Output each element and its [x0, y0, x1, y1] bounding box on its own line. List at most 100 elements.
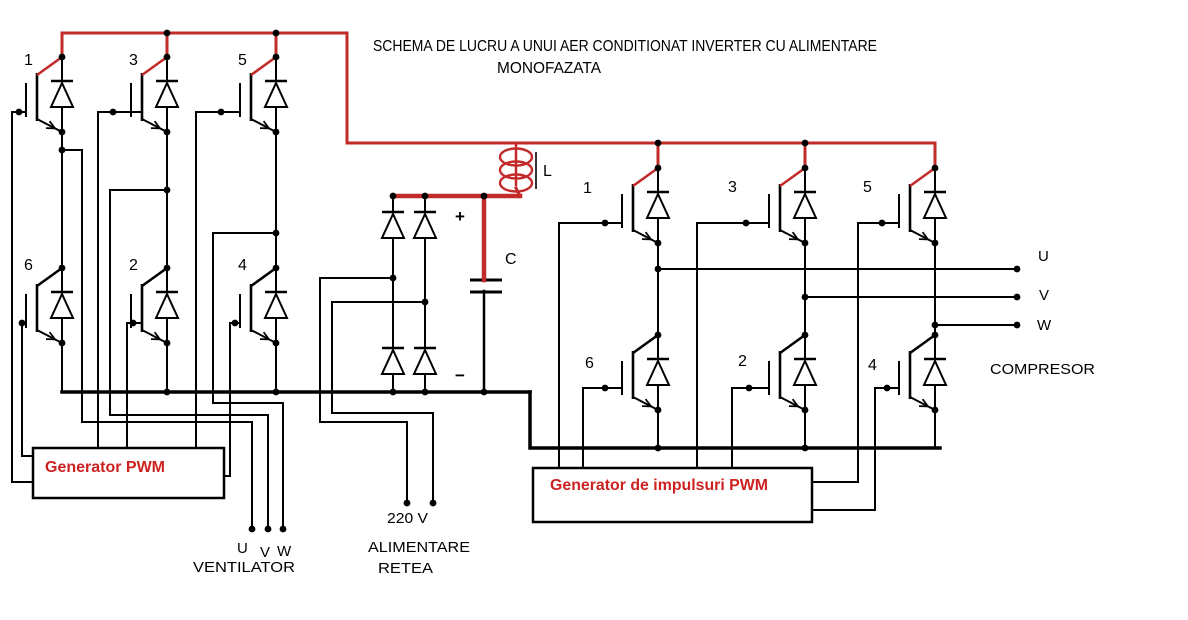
freewheel-diode [154, 80, 180, 108]
fan-phase-u-wire [61, 149, 253, 530]
igbt-comp-1 [621, 166, 671, 244]
freewheel-diode [263, 291, 289, 319]
emitter-lead [909, 396, 936, 411]
junction-dot [801, 293, 809, 301]
freewheel-diode [645, 191, 671, 219]
generator-pwm-label: Generator PWM [45, 459, 165, 476]
freewheel-diode [154, 291, 180, 319]
junction-dot [931, 406, 939, 414]
junction-dot [58, 53, 66, 61]
junction-dot [163, 339, 171, 347]
mains-supply-label: RETEA [378, 560, 433, 577]
junction-dot [272, 128, 280, 136]
junction-dot [264, 525, 272, 533]
freewheel-diode [263, 80, 289, 108]
igbt-comp-4 [898, 333, 948, 411]
junction-dot [163, 128, 171, 136]
junction-dot [272, 229, 280, 237]
junction-dot [601, 384, 609, 392]
gate-wire [195, 111, 241, 449]
junction-dot [389, 274, 397, 282]
junction-dot [801, 406, 809, 414]
mains-wire [319, 277, 408, 504]
junction-dot [58, 339, 66, 347]
igbt-fan-3 [130, 55, 180, 133]
junction-dot [58, 128, 66, 136]
junction-dot [248, 525, 256, 533]
collector-lead [36, 55, 63, 77]
emitter-arrow [262, 120, 270, 129]
fan-transistor-number: 2 [129, 257, 138, 274]
rectifier-diode [380, 347, 406, 375]
junction-dot [1013, 321, 1021, 329]
freewheel-diode [49, 291, 75, 319]
emitter-arrow [48, 331, 56, 340]
dc-minus-label: − [455, 366, 465, 385]
junction-dot [163, 264, 171, 272]
igbt-fan-2 [130, 266, 180, 344]
fan-phase-v-wire [109, 189, 269, 530]
igbt-fan-6 [25, 266, 75, 344]
collector-lead [141, 55, 168, 77]
junction-dot [163, 53, 171, 61]
gate-wire [582, 387, 623, 469]
igbt-fan-4 [239, 266, 289, 344]
emitter-arrow [921, 398, 929, 407]
collector-lead [141, 266, 168, 288]
emitter-arrow [262, 331, 270, 340]
junction-dot [654, 444, 662, 452]
emitter-arrow [644, 231, 652, 240]
junction-dot [601, 219, 609, 227]
gate-wire [811, 222, 900, 483]
collector-lead [909, 166, 936, 188]
inductor-coil [498, 160, 534, 180]
collector-lead [250, 266, 277, 288]
freewheel-diode [792, 358, 818, 386]
comp-phase-u-label: U [1038, 248, 1049, 265]
collector-lead [779, 166, 806, 188]
gate-wire [731, 387, 770, 469]
emitter-lead [909, 229, 936, 244]
junction-dot [654, 331, 662, 339]
collector-lead [632, 333, 659, 355]
title-line-1: SCHEMA DE LUCRU A UNUI AER CONDITIONAT I… [373, 38, 877, 55]
junction-dot [480, 192, 488, 200]
emitter-lead [632, 396, 659, 411]
junction-dot [654, 265, 662, 273]
emitter-lead [36, 118, 63, 133]
junction-dot [58, 146, 66, 154]
fan-phase-v-label: V [260, 544, 270, 561]
junction-dot [421, 192, 429, 200]
fan-load-label: VENTILATOR [193, 559, 295, 576]
junction-dot [389, 388, 397, 396]
comp-transistor-number: 6 [585, 355, 594, 372]
emitter-lead [141, 329, 168, 344]
junction-dot [272, 264, 280, 272]
junction-dot [801, 444, 809, 452]
junction-dot [801, 239, 809, 247]
mains-wire [331, 301, 434, 504]
junction-dot [801, 139, 809, 147]
comp-load-label: COMPRESOR [990, 361, 1095, 378]
junction-dot [231, 319, 239, 327]
emitter-arrow [921, 231, 929, 240]
junction-dot [931, 239, 939, 247]
fan-phase-w-wire [212, 232, 284, 530]
pulse-generator-pwm-label: Generator de impulsuri PWM [550, 477, 768, 494]
rectifier-diode [380, 211, 406, 239]
emitter-lead [250, 118, 277, 133]
freewheel-diode [922, 358, 948, 386]
junction-dot [272, 388, 280, 396]
junction-dot [654, 406, 662, 414]
comp-transistor-number: 5 [863, 179, 872, 196]
comp-transistor-number: 3 [728, 179, 737, 196]
emitter-lead [250, 329, 277, 344]
junction-dot [480, 388, 488, 396]
junction-dot [931, 331, 939, 339]
junction-dot [801, 331, 809, 339]
igbt-comp-3 [768, 166, 818, 244]
dc-plus-label: + [455, 207, 465, 226]
